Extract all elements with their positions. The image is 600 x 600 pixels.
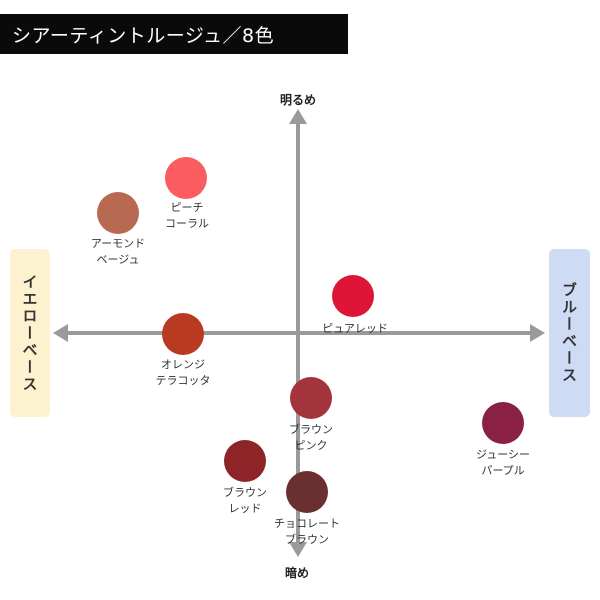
shade-label-brown-red: ブラウン レッド	[223, 486, 267, 515]
shade-dot-orange-terracotta	[162, 313, 204, 355]
axis-label-dark: 暗め	[285, 566, 310, 580]
axis-label-bright: 明るめ	[280, 93, 317, 107]
shade-label-peach-coral: ピーチ コーラル	[165, 201, 209, 230]
shade-label-brown-pink: ブラウン ピンク	[289, 423, 333, 452]
blue-base-label: ブルーベース	[549, 249, 590, 417]
arrow-down-icon	[289, 542, 307, 557]
shade-dot-juicy-purple	[482, 402, 524, 444]
shade-label-almond-beige: アーモンド ベージュ	[90, 237, 146, 266]
arrow-left-icon	[53, 324, 68, 342]
arrow-up-icon	[289, 109, 307, 124]
shade-dot-brown-pink	[290, 377, 332, 419]
shade-label-pure-red: ピュアレッド	[322, 322, 388, 335]
yellow-base-label: イエローベース	[10, 249, 50, 417]
page-title: シアーティントルージュ／8色	[0, 14, 348, 54]
shade-dot-almond-beige	[97, 192, 139, 234]
shade-label-orange-terracotta: オレンジ テラコッタ	[155, 358, 211, 387]
shade-label-chocolate-brown: チョコレート ブラウン	[274, 517, 340, 546]
shade-label-juicy-purple: ジューシー パープル	[475, 448, 531, 477]
arrow-right-icon	[530, 324, 545, 342]
shade-dot-peach-coral	[165, 157, 207, 199]
shade-dot-brown-red	[224, 440, 266, 482]
shade-dot-pure-red	[332, 275, 374, 317]
shade-dot-chocolate-brown	[286, 471, 328, 513]
